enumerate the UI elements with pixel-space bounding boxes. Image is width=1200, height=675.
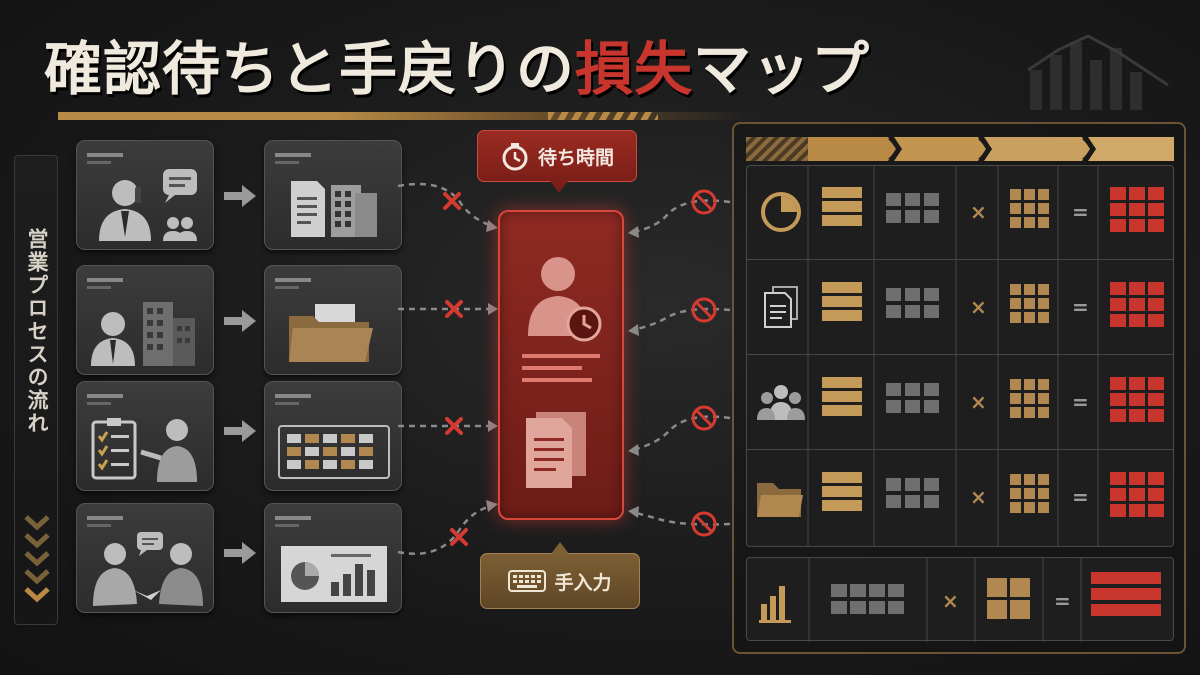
title-underline <box>58 112 748 120</box>
connector-line <box>631 307 731 332</box>
process-output-4 <box>264 503 402 613</box>
table-row <box>747 261 1173 355</box>
stopwatch-icon <box>502 143 528 171</box>
prohibited-icon <box>691 189 717 215</box>
times-operator: × <box>970 390 987 414</box>
process-output-2 <box>264 265 402 375</box>
gold-grid-icon <box>1010 189 1049 228</box>
connectors-left <box>397 182 498 556</box>
grey-grid-icon <box>886 193 939 223</box>
process-scene-4 <box>76 503 214 613</box>
summary-cells <box>759 558 1161 642</box>
progress-header <box>746 137 1174 161</box>
times-operator: × <box>970 200 987 224</box>
arrow-right-icon <box>224 185 256 207</box>
flow-label: 営業プロセスの流れ <box>25 228 49 435</box>
equals-operator: = <box>1072 390 1089 414</box>
times-operator: × <box>970 295 987 319</box>
connectors-right <box>628 189 731 537</box>
flow-label-panel: 営業プロセスの流れ <box>14 155 58 625</box>
red-grid-icon <box>1110 187 1164 232</box>
arrow-right-icon <box>224 420 256 442</box>
connector-line <box>397 504 493 556</box>
table-row <box>747 166 1173 260</box>
document-stack-icon <box>526 412 586 488</box>
arrow-right-icon <box>224 310 256 332</box>
loss-summary-row <box>746 557 1174 642</box>
wait-time-bubble: 待ち時間 <box>477 130 637 193</box>
center-icons <box>522 257 602 488</box>
report-chart-icon <box>275 516 387 602</box>
handshake-meeting-icon <box>87 516 203 606</box>
folder-icon <box>757 483 803 517</box>
gold-grid-icon <box>987 578 1030 619</box>
prohibited-marks <box>691 189 717 537</box>
bar-chart-icon <box>759 586 791 623</box>
folder-icon <box>275 278 373 362</box>
page-title: 確認待ちと手戻りの損失マップ <box>44 22 870 106</box>
documents-icon <box>764 286 798 328</box>
equals-operator: = <box>1072 200 1089 224</box>
person-clock-icon <box>528 257 602 342</box>
documents-grid-icon <box>275 153 377 237</box>
connector-line <box>631 510 731 526</box>
times-operator: × <box>970 485 987 509</box>
chevron-down-icon <box>24 515 50 603</box>
clock-pie-icon <box>761 192 801 232</box>
people-group-icon <box>757 385 805 420</box>
arrow-right-icon <box>224 542 256 564</box>
bottleneck-center-box <box>498 210 624 520</box>
decorative-bar-chart-icon <box>1027 34 1169 110</box>
title-accent: 損失 <box>575 35 694 103</box>
equals-operator: = <box>1072 485 1089 509</box>
equals-operator: = <box>1072 295 1089 319</box>
times-operator: × <box>942 589 959 613</box>
grey-grid-icon <box>831 584 904 614</box>
loss-table <box>746 165 1174 547</box>
title-main: 確認待ちと手戻りの <box>44 35 576 103</box>
process-scene-2 <box>76 265 214 375</box>
phone-call-businessman-icon <box>87 153 197 241</box>
checklist-presenter-icon <box>87 394 197 482</box>
red-bars-icon <box>1091 572 1161 616</box>
schedule-grid-icon <box>275 394 390 479</box>
list-icon <box>822 187 862 226</box>
loss-table-cells <box>807 165 1164 547</box>
manual-input-bubble: 手入力 <box>480 542 640 609</box>
keyboard-icon <box>508 570 547 592</box>
process-scene-3 <box>76 381 214 491</box>
wait-time-label: 待ち時間 <box>537 146 614 169</box>
cross-marks <box>443 192 468 546</box>
table-row <box>747 451 1173 545</box>
businessman-office-building-icon <box>87 278 195 366</box>
manual-input-label: 手入力 <box>554 571 612 594</box>
prohibited-icon <box>691 297 717 323</box>
prohibited-icon <box>691 405 717 431</box>
connector-line <box>631 199 731 234</box>
title-tail: マップ <box>693 35 871 103</box>
table-row <box>747 356 1173 450</box>
process-output-3 <box>264 381 402 491</box>
process-scene-1 <box>76 140 214 250</box>
equals-operator: = <box>1054 589 1071 613</box>
connector-line <box>631 415 731 452</box>
prohibited-icon <box>691 511 717 537</box>
connector-line <box>397 182 493 228</box>
process-output-1 <box>264 140 402 250</box>
